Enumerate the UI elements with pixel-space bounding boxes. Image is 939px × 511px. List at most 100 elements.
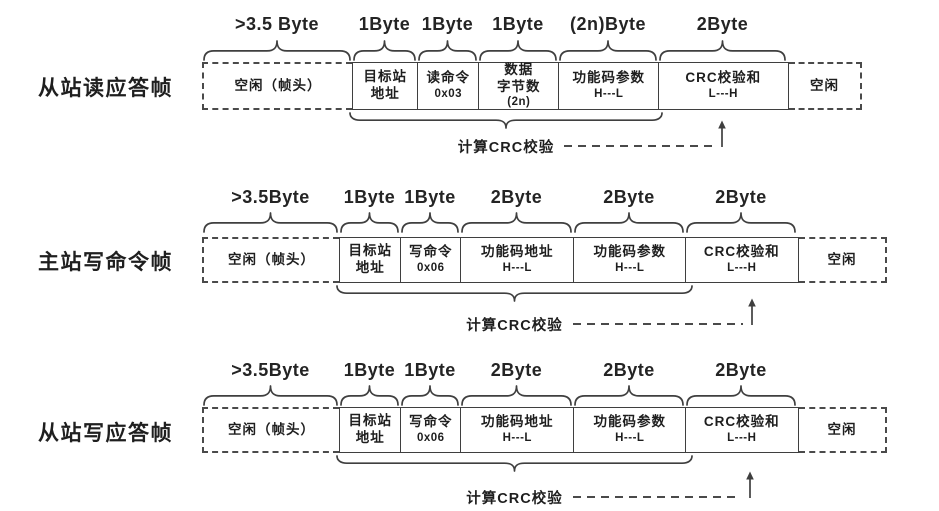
field-cell-label: 功能码地址 xyxy=(481,244,554,260)
byte-size-label: 2Byte xyxy=(715,187,767,207)
field-cell: 目标站 地址 xyxy=(339,237,402,283)
byte-size-label: >3.5 Byte xyxy=(234,14,320,34)
byte-size-label: 2Byte xyxy=(490,187,543,207)
byte-span-brace xyxy=(479,40,557,61)
byte-span-brace xyxy=(686,385,796,406)
field-cell: 功能码地址 H---L xyxy=(460,237,575,283)
field-cell-label: 空闲（帧头） xyxy=(234,77,322,93)
up-arrow-icon xyxy=(718,120,726,147)
crc-dashed-connector xyxy=(564,145,713,147)
crc-dashed-connector xyxy=(572,496,741,498)
field-cell-label: 功能码参数 xyxy=(593,244,667,260)
field-cell-sub: L---H xyxy=(708,88,738,101)
field-cell: 目标站 地址 xyxy=(339,407,402,453)
byte-span-brace xyxy=(340,385,399,406)
field-cell-label: 空闲（帧头） xyxy=(228,251,315,267)
byte-span-brace xyxy=(340,212,399,233)
byte-span-brace xyxy=(461,385,572,406)
field-cell: 空闲（帧头） xyxy=(202,237,339,283)
byte-size-label: >3.5Byte xyxy=(231,360,310,380)
field-cell: 空闲 xyxy=(799,407,887,453)
byte-size-label: 1Byte xyxy=(492,14,544,34)
field-cell-sub: 0x03 xyxy=(434,88,463,101)
byte-span-brace xyxy=(353,40,416,61)
byte-size-label: 2Byte xyxy=(603,187,655,207)
field-cell-label: 空闲 xyxy=(827,251,857,267)
field-cell: 空闲 xyxy=(789,62,862,110)
byte-size-label: 2Byte xyxy=(696,14,749,34)
frame-title: 从站读应答帧 xyxy=(38,77,173,100)
field-cell: CRC校验和 L---H xyxy=(658,62,789,110)
crc-span-brace xyxy=(336,285,693,302)
field-cell: 空闲 xyxy=(799,237,887,283)
field-cell: 读命令 0x03 xyxy=(417,62,480,110)
byte-span-brace xyxy=(203,385,338,406)
field-cell-sub: H---L xyxy=(594,88,624,101)
frame-title: 从站写应答帧 xyxy=(38,422,173,445)
field-cell: 写命令 0x06 xyxy=(400,237,462,283)
byte-span-brace xyxy=(559,40,657,61)
field-cell: 功能码参数 H---L xyxy=(558,62,660,110)
field-cell-label: 目标站 地址 xyxy=(348,413,393,445)
field-cell-label: 功能码地址 xyxy=(481,414,554,430)
byte-size-label: 1Byte xyxy=(421,14,474,34)
field-cell-sub: H---L xyxy=(502,432,532,445)
crc-note-label: 计算CRC校验 xyxy=(466,491,563,507)
crc-note-label: 计算CRC校验 xyxy=(466,318,563,334)
up-arrow-icon xyxy=(746,471,754,498)
byte-size-label: 1Byte xyxy=(404,360,456,380)
byte-size-label: 1Byte xyxy=(404,187,456,207)
field-cell: 目标站 地址 xyxy=(352,62,419,110)
crc-span-brace xyxy=(336,455,693,472)
field-cell-sub: H---L xyxy=(615,432,645,445)
crc-note-label: 计算CRC校验 xyxy=(457,140,555,156)
byte-span-brace xyxy=(418,40,477,61)
field-cell-label: 空闲 xyxy=(827,421,857,437)
field-cell-label: CRC校验和 xyxy=(703,244,780,260)
byte-size-label: >3.5Byte xyxy=(231,187,310,207)
byte-span-brace xyxy=(203,40,351,61)
byte-span-brace xyxy=(686,212,796,233)
field-cell: CRC校验和 L---H xyxy=(685,407,799,453)
byte-size-label: 1Byte xyxy=(343,360,396,380)
byte-span-brace xyxy=(203,212,338,233)
field-cell: 空闲（帧头） xyxy=(202,407,339,453)
field-cell-sub: (2n) xyxy=(507,96,531,109)
field-cell-label: 写命令 xyxy=(409,414,453,430)
byte-span-brace xyxy=(461,212,572,233)
field-cell-sub: 0x06 xyxy=(417,262,445,275)
field-cell-label: 写命令 xyxy=(409,244,453,260)
field-cell-sub: L---H xyxy=(727,432,757,445)
field-cell-label: 数据 字节数 xyxy=(497,61,541,94)
field-cell-label: CRC校验和 xyxy=(685,70,762,86)
frame-title: 主站写命令帧 xyxy=(38,251,173,274)
field-cell: 功能码参数 H---L xyxy=(573,407,687,453)
byte-span-brace xyxy=(574,385,684,406)
crc-dashed-connector xyxy=(572,323,743,325)
field-cell-label: 功能码参数 xyxy=(593,414,667,430)
byte-size-label: 1Byte xyxy=(358,14,411,34)
byte-size-label: 1Byte xyxy=(343,187,396,207)
field-cell-label: CRC校验和 xyxy=(703,414,780,430)
field-cell-sub: H---L xyxy=(502,262,532,275)
crc-span-brace xyxy=(349,112,663,129)
field-cell: CRC校验和 L---H xyxy=(685,237,799,283)
field-cell-label: 功能码参数 xyxy=(572,70,646,86)
field-cell-label: 目标站 地址 xyxy=(363,69,408,101)
field-cell-label: 空闲 xyxy=(810,77,839,93)
byte-span-brace xyxy=(401,385,459,406)
field-cell: 数据 字节数 (2n) xyxy=(478,62,560,110)
field-cell-label: 目标站 地址 xyxy=(348,243,393,275)
field-cell: 写命令 0x06 xyxy=(400,407,462,453)
byte-span-brace xyxy=(401,212,459,233)
field-cell-sub: 0x06 xyxy=(417,432,445,445)
up-arrow-icon xyxy=(748,298,756,325)
field-cell-sub: L---H xyxy=(727,262,757,275)
field-cell-label: 读命令 xyxy=(426,70,471,86)
field-cell-label: 空闲（帧头） xyxy=(228,421,315,437)
